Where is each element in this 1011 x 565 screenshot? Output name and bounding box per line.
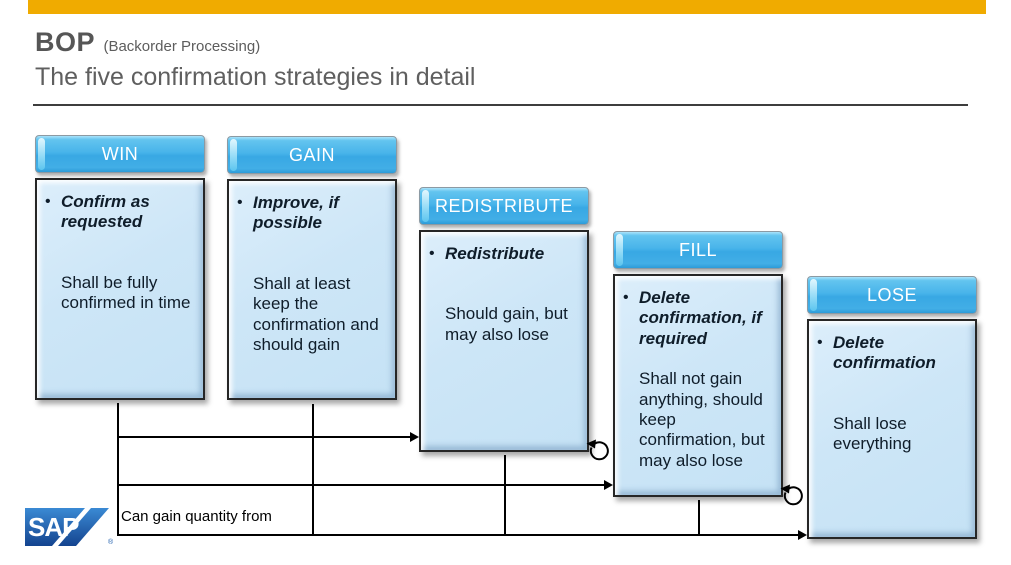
strategy-label: REDISTRIBUTE bbox=[434, 195, 573, 216]
connector-fill-down bbox=[698, 500, 700, 535]
page-title: BOP bbox=[35, 27, 96, 57]
strategy-header-redistribute: REDISTRIBUTE bbox=[419, 187, 589, 225]
page-title-suffix: (Backorder Processing) bbox=[103, 38, 261, 55]
registered-mark: ® bbox=[108, 539, 114, 546]
slide-header: BOP (Backorder Processing) The five conf… bbox=[35, 27, 476, 92]
bullet-icon: • bbox=[817, 334, 823, 351]
strategy-body-fill: • Delete confirmation, if required Shall… bbox=[613, 274, 783, 497]
connector-win-down bbox=[117, 403, 119, 535]
strategy-heading: Delete confirmation bbox=[833, 333, 936, 373]
strategy-description: Shall not gain anything, should keep con… bbox=[639, 369, 765, 470]
connector-label: Can gain quantity from bbox=[121, 508, 272, 525]
strategy-heading: Delete confirmation, if required bbox=[639, 288, 762, 348]
strategy-header-fill: FILL bbox=[613, 231, 783, 269]
connector-gain-down bbox=[312, 404, 314, 535]
strategy-box-win: WIN • Confirm as requested Shall be full… bbox=[35, 135, 205, 400]
title-divider bbox=[33, 104, 968, 106]
strategy-header-lose: LOSE bbox=[807, 276, 977, 314]
strategy-header-gain: GAIN bbox=[227, 136, 397, 174]
bullet-icon: • bbox=[429, 245, 435, 262]
top-accent-bar bbox=[28, 0, 986, 14]
connector-to-redistribute bbox=[117, 436, 410, 438]
arrowhead-fill-icon bbox=[604, 480, 613, 490]
strategy-heading: Confirm as requested bbox=[61, 192, 150, 232]
strategy-box-fill: FILL • Delete confirmation, if required … bbox=[613, 231, 783, 497]
strategy-label: WIN bbox=[101, 143, 139, 164]
strategy-box-redistribute: REDISTRIBUTE • Redistribute Should gain,… bbox=[419, 187, 589, 452]
arrowhead-lose-icon bbox=[798, 530, 807, 540]
title-line: BOP (Backorder Processing) bbox=[35, 27, 476, 58]
strategy-label: LOSE bbox=[866, 284, 918, 305]
strategy-heading: Redistribute bbox=[445, 244, 545, 263]
strategy-label: FILL bbox=[678, 239, 718, 260]
strategy-body-gain: • Improve, if possible Shall at least ke… bbox=[227, 179, 397, 400]
page-subtitle: The five confirmation strategies in deta… bbox=[35, 63, 476, 91]
strategy-box-gain: GAIN • Improve, if possible Shall at lea… bbox=[227, 136, 397, 400]
loop-arrow-icon bbox=[780, 484, 803, 506]
bullet-icon: • bbox=[45, 193, 51, 210]
loop-arrow-icon bbox=[586, 439, 609, 461]
strategy-description: Should gain, but may also lose bbox=[445, 304, 568, 344]
sap-logo-icon: SAP bbox=[25, 508, 109, 546]
arrowhead-redistribute-icon bbox=[410, 432, 419, 442]
sap-logo: SAP ® bbox=[25, 505, 113, 549]
strategy-label: GAIN bbox=[288, 144, 335, 165]
connector-redistribute-down bbox=[504, 455, 506, 535]
connector-to-lose bbox=[117, 534, 798, 536]
strategy-body-win: • Confirm as requested Shall be fully co… bbox=[35, 178, 205, 400]
strategy-description: Shall lose everything bbox=[833, 413, 912, 454]
sap-logo-text: SAP bbox=[28, 512, 79, 542]
connector-to-fill bbox=[117, 484, 604, 486]
strategy-header-win: WIN bbox=[35, 135, 205, 173]
strategy-description: Shall be fully confirmed in time bbox=[61, 272, 191, 313]
bullet-icon: • bbox=[623, 289, 629, 306]
bullet-icon: • bbox=[237, 194, 243, 211]
strategy-description: Shall at least keep the confirmation and… bbox=[253, 273, 379, 354]
strategy-body-redistribute: • Redistribute Should gain, but may also… bbox=[419, 230, 589, 452]
strategy-body-lose: • Delete confirmation Shall lose everyth… bbox=[807, 319, 977, 539]
strategy-box-lose: LOSE • Delete confirmation Shall lose ev… bbox=[807, 276, 977, 539]
strategy-heading: Improve, if possible bbox=[253, 193, 339, 233]
